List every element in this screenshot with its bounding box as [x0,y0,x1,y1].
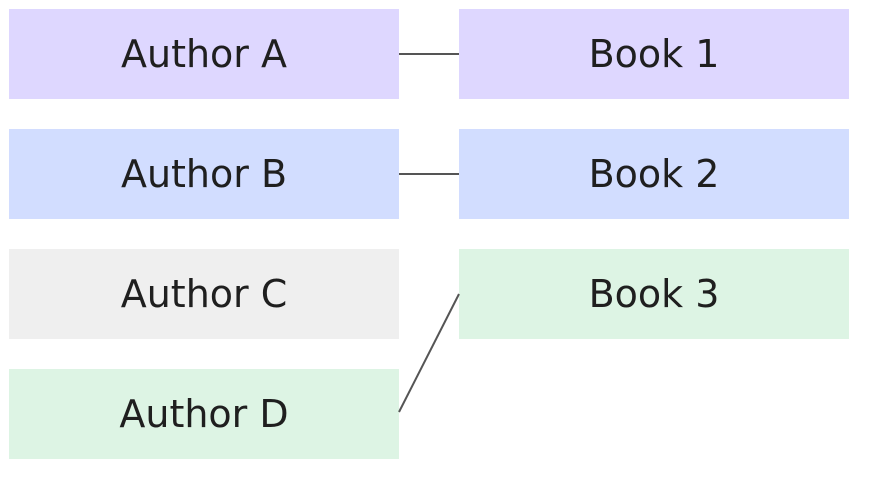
author-a-label: Author A [120,32,287,76]
author-c-label: Author C [120,272,288,316]
author-a-node: Author A [9,9,399,99]
author-d-label: Author D [119,392,289,436]
author-b-label: Author B [120,152,288,196]
author-d-node: Author D [9,369,399,459]
book-1-label: Book 1 [588,32,720,76]
book-1-node: Book 1 [459,9,849,99]
book-2-label: Book 2 [588,152,720,196]
book-3-node: Book 3 [459,249,849,339]
author-c-node: Author C [9,249,399,339]
author-d-book-3-connector [398,293,460,413]
author-b-node: Author B [9,129,399,219]
book-2-node: Book 2 [459,129,849,219]
book-3-label: Book 3 [588,272,720,316]
